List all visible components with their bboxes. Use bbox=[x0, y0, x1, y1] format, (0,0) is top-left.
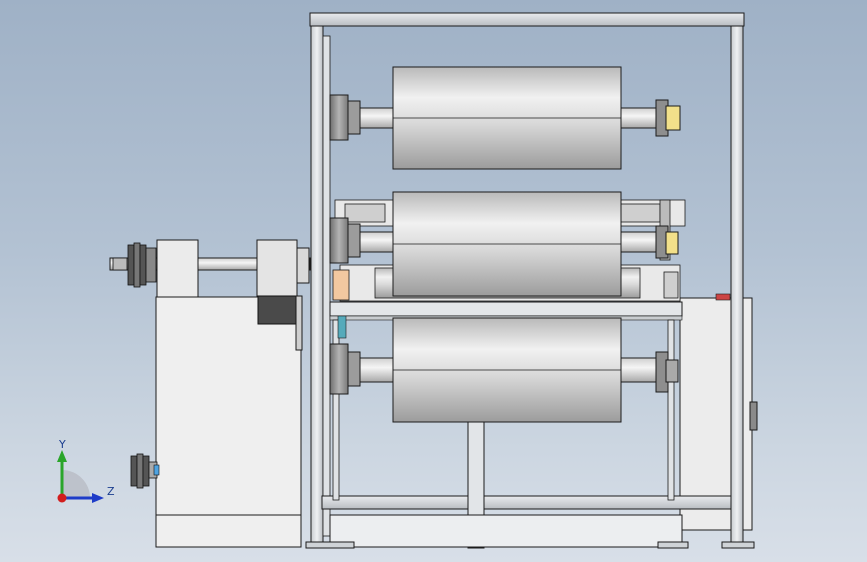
z-axis-label: Z bbox=[107, 485, 115, 498]
roller-middle bbox=[329, 191, 679, 297]
left-housing bbox=[155, 296, 302, 548]
y-axis-arrow bbox=[57, 450, 67, 462]
right-housing bbox=[679, 293, 758, 531]
triad-xy-plane bbox=[62, 470, 90, 498]
y-axis-label: Y bbox=[58, 438, 66, 451]
main-frame bbox=[305, 12, 755, 549]
z-axis-arrow bbox=[92, 493, 104, 503]
roller-bottom bbox=[329, 317, 679, 423]
x-axis-dot bbox=[57, 493, 67, 503]
drive-shaft bbox=[109, 239, 311, 351]
pulley-upper bbox=[112, 242, 157, 288]
roller-top bbox=[329, 66, 681, 170]
pulley-lower bbox=[130, 453, 160, 489]
orientation-triad: Y Z bbox=[57, 438, 115, 503]
